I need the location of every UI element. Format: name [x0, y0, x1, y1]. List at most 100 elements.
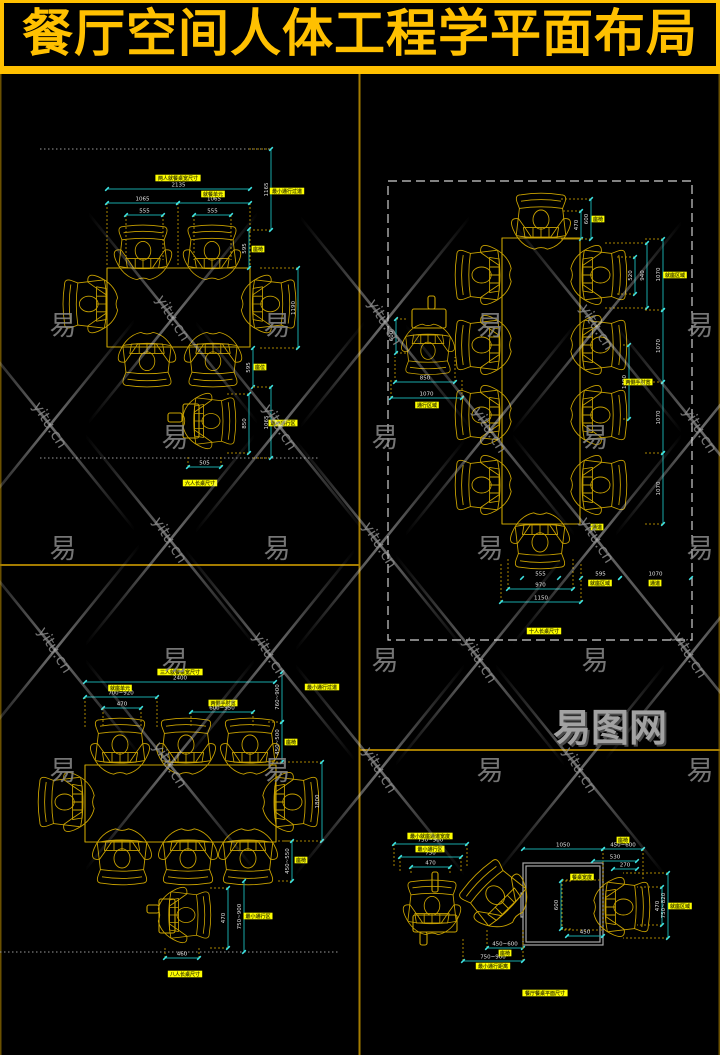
place-setting — [169, 840, 207, 851]
person-arms — [183, 331, 243, 363]
page-title: 餐厅空间人体工程学平面布局 — [21, 5, 698, 64]
annotation-label: 就座区域 — [663, 271, 687, 279]
dimension-value: 470 — [574, 219, 580, 230]
dimension-tick — [295, 345, 301, 351]
dimension-value: 450~500 — [275, 729, 281, 755]
place-setting — [414, 913, 450, 924]
watermark-char: 易 — [372, 646, 399, 677]
place-setting — [129, 343, 165, 354]
chair-backrest — [37, 776, 54, 828]
annotation-label-text: 座位 — [254, 364, 265, 371]
place-setting — [489, 256, 500, 294]
chair-with-person — [401, 323, 455, 375]
annotation-label-text: 最小通行过道 — [272, 188, 302, 195]
chair-seat — [94, 733, 146, 764]
dimension-value: 1190 — [291, 301, 297, 315]
chair-backrest — [224, 717, 276, 734]
dimension-tick — [272, 679, 278, 685]
dimension: 1070 — [617, 572, 694, 581]
panel-caption-text: 十人长桌尺寸 — [529, 628, 559, 635]
dimension-value: 2400 — [173, 676, 187, 682]
chair-backrest-inner — [461, 464, 464, 506]
chair-backrest-inner — [192, 230, 232, 234]
chair-seat — [96, 839, 148, 870]
dimension-value: 1070 — [656, 410, 662, 424]
annotation-label-bg — [251, 245, 265, 253]
person-arms — [593, 877, 625, 937]
dimension-value: 595 — [246, 362, 252, 373]
annotation-label: 通道 — [648, 579, 662, 587]
dimension-tick — [268, 227, 274, 233]
person-head — [179, 848, 197, 869]
dimension: 595 — [246, 345, 256, 390]
dimension: 750~900 — [460, 939, 526, 964]
annotation-label-bg — [294, 856, 308, 864]
dimension-tick — [600, 933, 606, 939]
panel-caption: 餐厅餐桌平面尺寸 — [522, 989, 568, 997]
annotation-label: 两侧手肘宽 — [623, 378, 653, 386]
place-setting — [101, 752, 139, 763]
chair-backrest-inner — [227, 876, 269, 879]
dimension-tick — [154, 694, 160, 700]
watermark-char: 易 — [50, 534, 77, 565]
person-arms — [182, 249, 242, 281]
person-head — [138, 351, 156, 372]
dimension-tick — [665, 935, 671, 941]
place-setting — [252, 286, 263, 322]
dimension: 555 — [191, 209, 234, 260]
chair-backrest — [454, 459, 471, 511]
person-head — [282, 793, 303, 811]
watermark-cross: yitu.cn — [0, 319, 137, 531]
annotation-label-bg — [570, 873, 594, 881]
annotation-label-text: 最小通行过道 — [307, 684, 337, 691]
seating-zone — [561, 879, 604, 931]
dimension-tick — [82, 694, 88, 700]
person-head — [54, 793, 75, 811]
side-table — [419, 931, 428, 946]
chair-backrest — [611, 319, 628, 371]
annotation-label-bg — [269, 187, 305, 195]
watermark-line — [0, 579, 142, 756]
chair-backrest-inner — [202, 896, 206, 934]
annotation-label-text: 两侧手肘宽 — [625, 379, 650, 386]
watermark-line — [86, 212, 260, 424]
dimension-tick — [556, 575, 562, 581]
watermark-char: 易 — [372, 423, 399, 454]
dimension-value: 530 — [610, 855, 621, 861]
watermark-line — [510, 434, 684, 646]
chair-seat — [168, 891, 197, 939]
annotation-label-text: 座椅 — [617, 837, 628, 844]
chair-with-person — [240, 274, 297, 334]
person-head — [532, 209, 550, 230]
person-head — [203, 240, 221, 261]
dimension-tick — [520, 846, 526, 852]
chair-backrest-inner — [519, 560, 561, 563]
chair-backrest — [611, 249, 628, 301]
dimension: 2135 — [104, 183, 253, 192]
watermark-char: 易 — [264, 756, 291, 787]
place-setting — [582, 256, 593, 294]
dimension-value: 850 — [420, 376, 431, 382]
chair-seat — [122, 342, 172, 373]
watermark-char: 易 — [264, 534, 291, 565]
panel-frame — [0, 74, 720, 1055]
dimension-value: 1165 — [264, 182, 270, 196]
chair-backrest — [611, 389, 628, 441]
panel-caption-bg — [522, 989, 568, 997]
chair-backrest-inner — [409, 366, 447, 370]
chair-seat — [470, 319, 501, 371]
annotation-label-text: 座椅 — [295, 857, 306, 864]
panel-caption-text: 餐厅餐桌平面尺寸 — [524, 990, 565, 997]
dimension-value: 555 — [207, 209, 218, 215]
chair-with-person — [158, 828, 218, 886]
watermark-logo-shadow: 易图网 — [555, 708, 669, 752]
chair-with-person — [262, 772, 320, 832]
chair-backrest-inner — [101, 876, 143, 879]
dimension-value: 450 — [580, 930, 591, 936]
watermark-line — [393, 554, 567, 766]
dimension-value: 1050 — [556, 843, 570, 849]
person-arms — [480, 245, 512, 305]
dimension-tick — [196, 955, 202, 961]
dimension-tick — [388, 395, 394, 401]
